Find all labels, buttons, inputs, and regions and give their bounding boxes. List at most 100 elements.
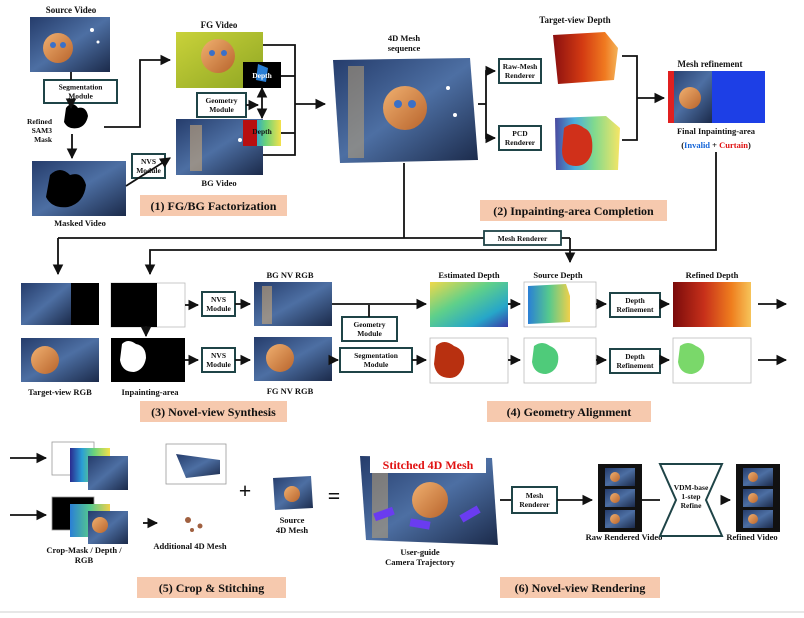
crop-mask-label-2: RGB [75, 555, 94, 565]
nvs-bg-label-2: Module [206, 304, 231, 313]
novel-view-synthesis: Target-view RGB Inpainting-area NVS Modu… [21, 270, 332, 422]
raw-rendered-film [598, 464, 642, 532]
target-view-rgb-label: Target-view RGB [28, 387, 92, 397]
geometry-2-label-1: Geometry [353, 320, 385, 329]
mesh-renderer-bar [483, 230, 562, 246]
nvs-fg-label-2: Module [206, 360, 231, 369]
crop-mask-label-1: Crop-Mask / Depth / [46, 545, 122, 555]
mesh-renderer-box [511, 486, 558, 514]
refined-mask-label-2: SAM3 [32, 126, 53, 135]
vdm-label-3: Refine [681, 501, 702, 510]
nvs-module-fg-box [201, 347, 236, 373]
mesh-sequence-thumb [333, 58, 478, 163]
segmentation-module-2-box [339, 347, 413, 373]
estimated-depth-bg-thumb [430, 282, 508, 327]
stage-3-banner [140, 401, 287, 422]
geometry-module-2-box [341, 316, 398, 342]
stage-1-label: (1) FG/BG Factorization [151, 199, 277, 213]
segmentation-module-label-1: Segmentation [59, 83, 104, 92]
geometry-module-box [196, 92, 247, 118]
mesh-seq-label-2: sequence [388, 43, 421, 53]
bg-nv-rgb-thumb [254, 282, 332, 326]
additional-mesh-label: Additional 4D Mesh [153, 541, 226, 551]
pcd-renderer-label-2: Renderer [505, 138, 536, 147]
raw-mesh-renderer-label-2: Renderer [505, 71, 536, 80]
refined-mask-shape [64, 104, 88, 129]
mesh-renderer-label-2: Renderer [519, 500, 550, 509]
segmentation-2-label-2: Module [364, 360, 389, 369]
pcd-renderer-box [498, 125, 542, 151]
geometry-alignment: Geometry Module Segmentation Module Esti… [339, 270, 752, 422]
final-plus: + [712, 140, 717, 150]
depth-ref-fg-label-2: Refinement [616, 361, 654, 370]
inpainting-area-bg-thumb [110, 282, 186, 328]
stage-4-banner [487, 401, 651, 422]
masked-video-label: Masked Video [54, 218, 106, 228]
stitched-title-bg [370, 455, 486, 473]
mesh-renderer-label-1: Mesh [526, 491, 544, 500]
bg-depth-thumb [243, 120, 281, 146]
final-area-label: Final Inpainting-area [677, 126, 756, 136]
fg-nv-rgb-thumb [254, 337, 332, 381]
fg-video-label: FG Video [201, 20, 238, 30]
stitched-mesh-thumb [360, 456, 498, 545]
refined-depth-label: Refined Depth [686, 270, 739, 280]
nvs-fg-label-1: NVS [211, 351, 226, 360]
arrows-row2-right [328, 298, 788, 366]
masked-video-thumb [32, 161, 126, 216]
stage-6-label: (6) Novel-view Rendering [515, 581, 646, 595]
pcd-depth-thumb [547, 116, 622, 172]
depth-ref-fg-label-1: Depth [625, 352, 645, 361]
target-view-depth-label: Target-view Depth [539, 15, 610, 25]
fg-depth-thumb [243, 62, 281, 88]
geometry-module-label-2: Module [209, 105, 234, 114]
crop-stack-top [51, 441, 128, 490]
fg-bg-factorization: Source Video Segmentation Module Refined… [27, 5, 287, 228]
arrows-row1-right [52, 55, 717, 276]
refined-depth-fg-thumb [672, 337, 752, 384]
mesh-refinement-label: Mesh refinement [677, 59, 742, 69]
bg-depth-label: Depth [252, 127, 272, 136]
camera-traj-label-1: User-guide [400, 547, 440, 557]
estimated-depth-label: Estimated Depth [438, 270, 499, 280]
stage-6-banner [500, 577, 660, 598]
estimated-depth-fg-thumb [429, 337, 509, 384]
depth-refinement-fg-box [609, 348, 661, 374]
stitched-mesh-title: Stitched 4D Mesh [383, 458, 474, 472]
refined-mask-label-1: Refined [27, 117, 53, 126]
inpainting-area-completion: Target-view Depth Raw-Mesh Renderer PCD … [480, 15, 765, 221]
mesh-seq-label-1: 4D Mesh [388, 33, 421, 43]
mesh-sequence-group: 4D Mesh sequence [333, 33, 478, 163]
crop-stack-bottom [51, 496, 128, 544]
segmentation-module-box [43, 79, 118, 104]
stage-2-banner [480, 200, 667, 221]
depth-ref-bg-label-2: Refinement [616, 305, 654, 314]
stage-1-banner [140, 195, 287, 216]
mesh-refinement-thumb [668, 71, 765, 123]
source-depth-bg-thumb [523, 281, 597, 328]
camera-traj-label-2: Camera Trajectory [385, 557, 456, 567]
plus-sign: + [239, 478, 252, 503]
stage-4-label: (4) Geometry Alignment [507, 405, 632, 419]
raw-rendered-label: Raw Rendered Video [586, 532, 663, 542]
inpainting-area-label: Inpainting-area [122, 387, 180, 397]
raw-mesh-renderer-box [498, 58, 542, 84]
invalid-label: Invalid [684, 140, 710, 150]
refined-video-label: Refined Video [726, 532, 777, 542]
equals-sign: = [328, 483, 341, 508]
geometry-2-label-2: Module [357, 329, 382, 338]
bg-nv-rgb-label: BG NV RGB [266, 270, 313, 280]
source-mesh-label-1: Source [280, 515, 305, 525]
refined-video-film [736, 464, 780, 532]
nvs-bg-label-1: NVS [211, 295, 226, 304]
refined-depth-bg-thumb [673, 282, 751, 327]
vdm-label-1: VDM-base [674, 483, 709, 492]
inpainting-area-fg-thumb [111, 338, 185, 382]
segmentation-module-label-2: Module [68, 92, 93, 101]
fg-depth-label: Depth [252, 71, 272, 80]
stage-3-label: (3) Novel-view Synthesis [151, 405, 276, 419]
arrows-row2-left [140, 298, 252, 366]
source-video-label: Source Video [46, 5, 97, 15]
novel-view-rendering: Stitched 4D Mesh User-guide Camera Traje… [360, 455, 780, 598]
curtain-label: Curtain [719, 140, 748, 150]
